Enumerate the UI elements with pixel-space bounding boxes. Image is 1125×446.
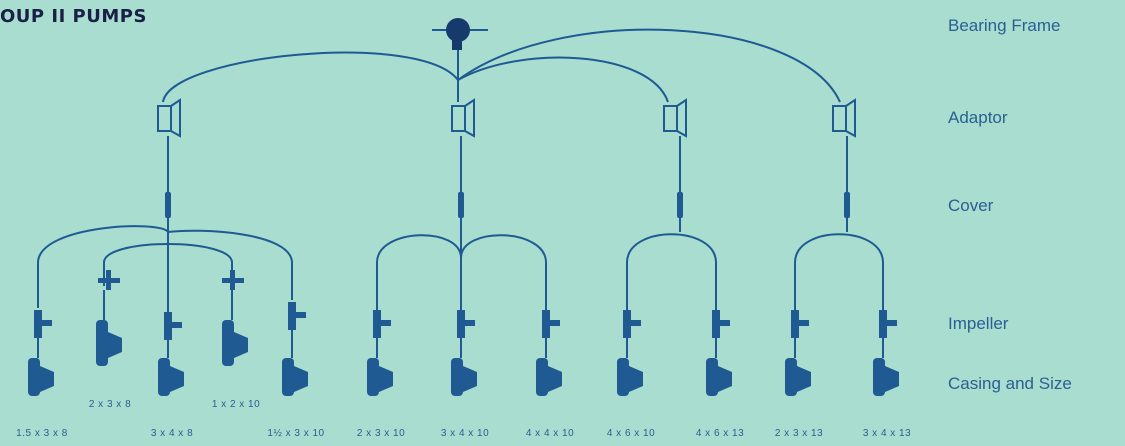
level-label-adaptor: Adaptor xyxy=(948,108,1008,127)
impeller-icon xyxy=(457,310,475,338)
level-label-cover: Cover xyxy=(948,196,994,215)
arc-bf-adaptor-3 xyxy=(457,56,669,103)
cover-icon xyxy=(165,192,171,218)
adaptor-icon xyxy=(663,98,687,138)
casing-icon xyxy=(706,358,732,396)
impeller-icon xyxy=(164,312,182,340)
impeller-icon xyxy=(623,310,641,338)
adaptor-icon xyxy=(832,98,856,138)
casing-icon xyxy=(367,358,393,396)
size-label: 2 x 3 x 10 xyxy=(356,428,406,439)
casing-icon xyxy=(282,358,308,396)
size-label-mid: 1 x 2 x 10 xyxy=(211,399,261,410)
casing-icon xyxy=(617,358,643,396)
cover-icon xyxy=(458,192,464,218)
arc-bf-adaptor-4 xyxy=(457,28,841,103)
size-label: 3 x 4 x 10 xyxy=(440,428,490,439)
casing-icon xyxy=(785,358,811,396)
impeller-icon xyxy=(373,310,391,338)
level-label-bearing-frame: Bearing Frame xyxy=(948,16,1061,35)
impeller-icon xyxy=(222,270,244,290)
impeller-icon xyxy=(712,310,730,338)
size-label: 4 x 4 x 10 xyxy=(525,428,575,439)
level-label-impeller: Impeller xyxy=(948,314,1009,333)
arc-bf-adaptor-1 xyxy=(162,51,459,103)
impeller-icon xyxy=(542,310,560,338)
casing-icon xyxy=(222,320,248,366)
impeller-icon xyxy=(879,310,897,338)
level-label-casing-and-size: Casing and Size xyxy=(948,374,1072,393)
impeller-icon xyxy=(34,310,52,338)
casing-icon xyxy=(158,358,184,396)
adaptor-icon xyxy=(451,98,475,138)
size-label-mid: 2 x 3 x 8 xyxy=(88,399,132,410)
impeller-icon xyxy=(791,310,809,338)
size-label: 3 x 4 x 13 xyxy=(862,428,912,439)
impeller-icon xyxy=(98,270,120,290)
casing-icon xyxy=(451,358,477,396)
size-label: 3 x 4 x 8 xyxy=(150,428,194,439)
bearing-frame-icon xyxy=(432,18,488,50)
size-label: 1.5 x 3 x 8 xyxy=(16,428,68,439)
cover-icon xyxy=(677,192,683,218)
casing-icon xyxy=(28,358,54,396)
adaptor-icon xyxy=(157,98,181,138)
size-label: 2 x 3 x 13 xyxy=(774,428,824,439)
casing-icon xyxy=(96,320,122,366)
casing-icon xyxy=(536,358,562,396)
size-label: 1½ x 3 x 10 xyxy=(267,428,325,439)
page-title: OUP II PUMPS xyxy=(0,6,147,27)
cover-icon xyxy=(844,192,850,218)
size-label: 4 x 6 x 13 xyxy=(695,428,745,439)
casing-icon xyxy=(873,358,899,396)
impeller-icon xyxy=(288,302,306,330)
size-label: 4 x 6 x 10 xyxy=(606,428,656,439)
